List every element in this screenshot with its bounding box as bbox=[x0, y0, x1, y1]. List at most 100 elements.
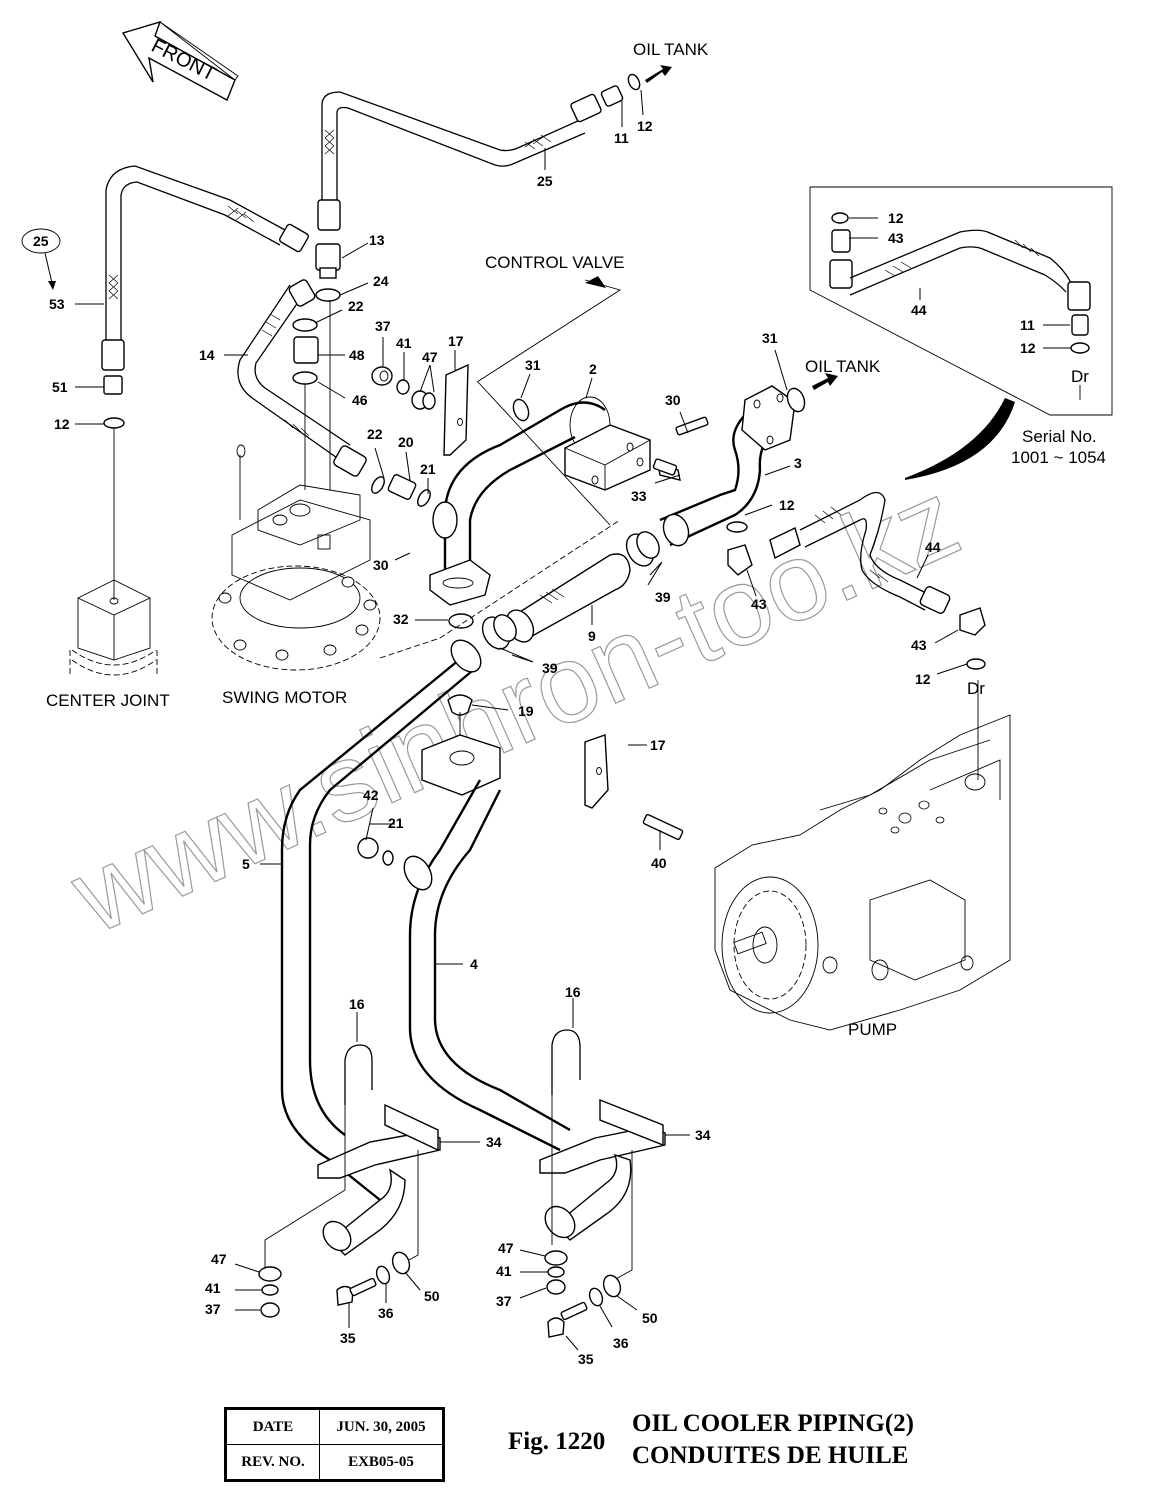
callout-37-upper: 37 bbox=[375, 318, 391, 334]
rev-label: REV. NO. bbox=[225, 1444, 320, 1481]
callout-34-right: 34 bbox=[695, 1127, 711, 1143]
callout-12-mid: 12 bbox=[779, 497, 795, 513]
callout-30-left: 30 bbox=[373, 557, 389, 573]
callout-22-upper: 22 bbox=[348, 298, 364, 314]
figure-title-en: OIL COOLER PIPING(2) bbox=[632, 1410, 914, 1437]
callout-24: 24 bbox=[373, 273, 389, 289]
hardware-bottom bbox=[258, 1250, 622, 1338]
title-block: DATE JUN. 30, 2005 REV. NO. EXB05-05 bbox=[224, 1407, 445, 1482]
callout-39-left: 39 bbox=[542, 660, 558, 676]
callout-13: 13 bbox=[369, 232, 385, 248]
pipe-3 bbox=[652, 373, 838, 547]
callout-36-br: 36 bbox=[613, 1335, 629, 1351]
drain-main-label: Dr bbox=[967, 679, 985, 698]
callout-31-right: 31 bbox=[762, 330, 778, 346]
inset-callout-43: 43 bbox=[888, 230, 904, 246]
inset-callout-44: 44 bbox=[911, 302, 927, 318]
callout-17-lower: 17 bbox=[650, 737, 666, 753]
watermark-text: www.sinhron-too.kz bbox=[54, 457, 976, 958]
callout-46: 46 bbox=[352, 392, 368, 408]
arrow-oil-tank-right-icon bbox=[812, 373, 838, 390]
callout-37-bl: 37 bbox=[205, 1301, 221, 1317]
pump: PUMP bbox=[714, 680, 1011, 1039]
inset-callout-12-bottom: 12 bbox=[1020, 340, 1036, 356]
reference-callout: 25 bbox=[21, 228, 61, 290]
callout-43-right: 43 bbox=[911, 637, 927, 653]
callout-16-right: 16 bbox=[565, 984, 581, 1000]
pump-label: PUMP bbox=[848, 1020, 897, 1039]
serial-label: Serial No. bbox=[1022, 427, 1097, 446]
date-label: DATE bbox=[225, 1408, 320, 1445]
hose-9-clamps-39 bbox=[481, 531, 660, 650]
callout-41-upper: 41 bbox=[396, 335, 412, 351]
callout-36-bl: 36 bbox=[378, 1305, 394, 1321]
swing-motor: SWING MOTOR bbox=[211, 444, 381, 707]
callout-21-upper: 21 bbox=[420, 461, 436, 477]
date-value: JUN. 30, 2005 bbox=[319, 1408, 444, 1445]
callout-numbers: 11 12 25 13 24 22 48 46 14 53 51 12 37 4… bbox=[49, 118, 941, 1367]
callout-3: 3 bbox=[794, 455, 802, 471]
callout-12-right: 12 bbox=[915, 671, 931, 687]
callout-40: 40 bbox=[651, 855, 667, 871]
center-joint: CENTER JOINT bbox=[46, 579, 170, 710]
callout-42: 42 bbox=[363, 787, 379, 803]
serial-range: 1001 ~ 1054 bbox=[1011, 448, 1106, 467]
fittings-20-21-22 bbox=[371, 474, 431, 507]
callout-5: 5 bbox=[242, 856, 250, 872]
callout-4: 4 bbox=[470, 956, 478, 972]
callout-41-br: 41 bbox=[496, 1263, 512, 1279]
rev-value: EXB05-05 bbox=[319, 1444, 444, 1481]
serial-inset: Dr Serial No. 1001 ~ 1054 12 43 44 11 12 bbox=[809, 186, 1113, 480]
hardware-upper bbox=[371, 363, 469, 456]
inset-pointer-icon bbox=[905, 398, 1015, 480]
callout-47-bl: 47 bbox=[211, 1251, 227, 1267]
callout-53: 53 bbox=[49, 296, 65, 312]
callout-47-br: 47 bbox=[498, 1240, 514, 1256]
callout-22-lower: 22 bbox=[367, 426, 383, 442]
brackets-34-ubolts-16 bbox=[264, 1029, 666, 1281]
hose-14 bbox=[237, 279, 367, 477]
callout-50-br: 50 bbox=[642, 1310, 658, 1326]
figure-number: Fig. 1220 bbox=[508, 1428, 606, 1455]
leader-lines bbox=[75, 89, 968, 1351]
callout-25: 25 bbox=[537, 173, 553, 189]
callout-50-bl: 50 bbox=[424, 1288, 440, 1304]
arrow-to-control-valve-icon bbox=[585, 276, 606, 288]
inset-callout-11: 11 bbox=[1020, 317, 1035, 333]
callout-12-left: 12 bbox=[54, 416, 70, 432]
callout-47-upper: 47 bbox=[422, 349, 438, 365]
callout-34-left: 34 bbox=[486, 1134, 502, 1150]
callout-16-left: 16 bbox=[349, 996, 365, 1012]
hose-44-main bbox=[726, 491, 986, 670]
inset-leaders bbox=[849, 217, 1071, 349]
swing-motor-label: SWING MOTOR bbox=[222, 688, 347, 707]
callout-9: 9 bbox=[588, 628, 596, 644]
control-valve-label: CONTROL VALVE bbox=[485, 253, 625, 272]
callout-51: 51 bbox=[52, 379, 68, 395]
oil-tank-top-label: OIL TANK bbox=[633, 40, 709, 59]
hose-25 bbox=[317, 65, 672, 231]
center-joint-label: CENTER JOINT bbox=[46, 691, 170, 710]
pipes-4-5 bbox=[280, 639, 571, 1201]
callout-37-br: 37 bbox=[496, 1293, 512, 1309]
callout-17-upper: 17 bbox=[448, 333, 464, 349]
reference-callout-circled: 25 bbox=[33, 233, 49, 249]
callout-39-right: 39 bbox=[655, 589, 671, 605]
callout-35-bl: 35 bbox=[340, 1330, 356, 1346]
drain-inset-label: Dr bbox=[1071, 367, 1089, 386]
figure-title: OIL COOLER PIPING(2) CONDUITES DE HUILE bbox=[632, 1408, 914, 1472]
callout-21-lower: 21 bbox=[388, 815, 404, 831]
front-arrow-icon: FRONT bbox=[121, 20, 239, 101]
inset-callout-12-top: 12 bbox=[888, 210, 904, 226]
callout-43-mid: 43 bbox=[751, 596, 767, 612]
callout-30-right: 30 bbox=[665, 392, 681, 408]
callout-32: 32 bbox=[393, 611, 409, 627]
callout-33: 33 bbox=[631, 488, 647, 504]
watermark: www.sinhron-too.kz bbox=[53, 456, 976, 958]
callout-11-top: 11 bbox=[614, 130, 629, 146]
oil-tank-right-label: OIL TANK bbox=[805, 357, 881, 376]
callout-31-left: 31 bbox=[525, 357, 541, 373]
callout-2: 2 bbox=[589, 361, 597, 377]
reference-arrow-icon bbox=[48, 281, 56, 290]
